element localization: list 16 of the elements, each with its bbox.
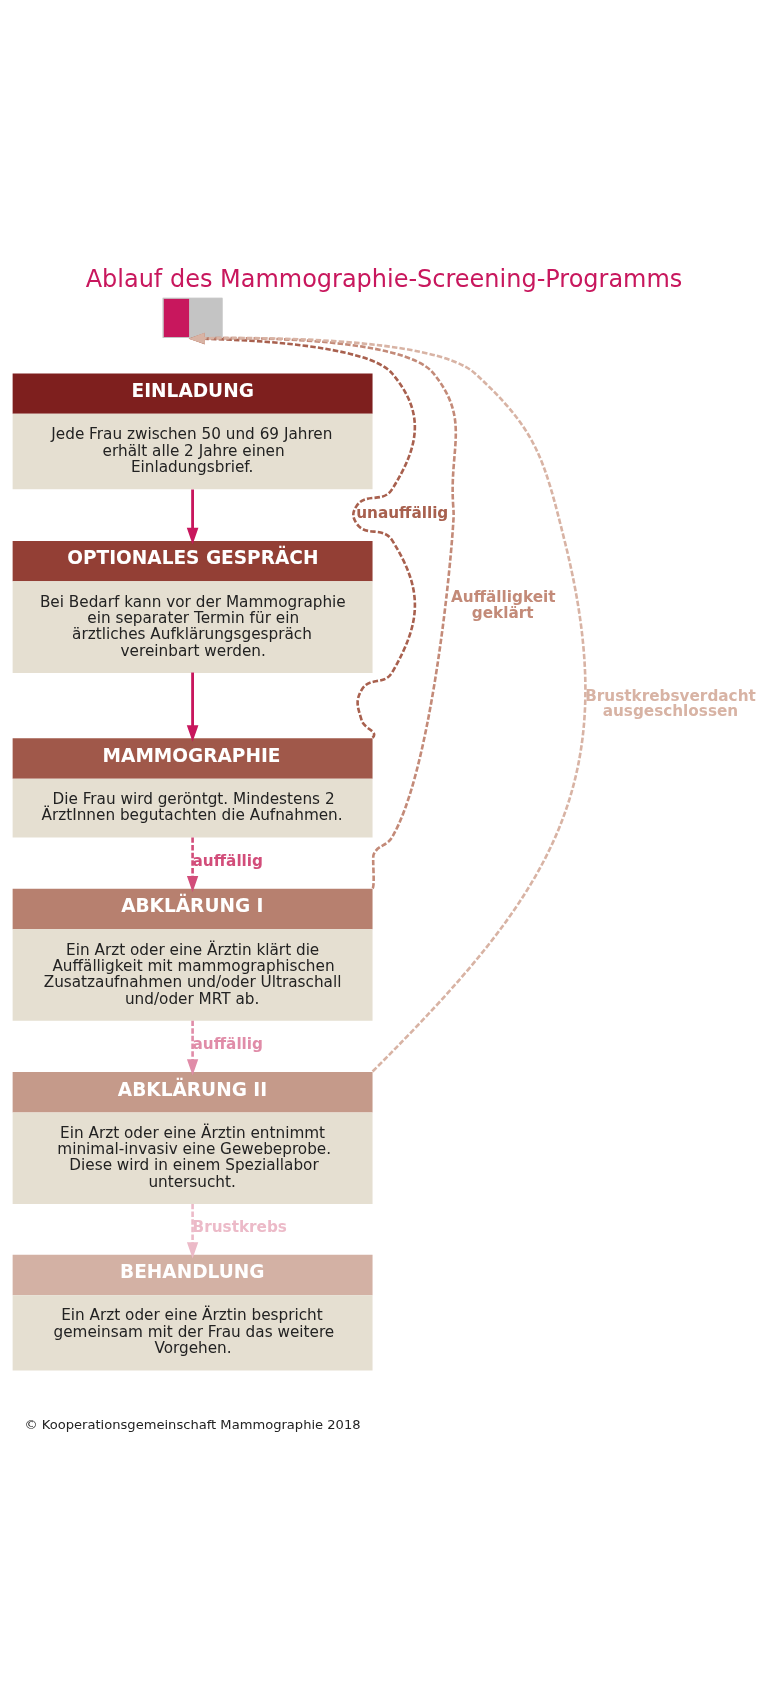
- arrow: [188, 332, 417, 738]
- arrow: [186, 1203, 199, 1258]
- arrow: [188, 332, 458, 888]
- edge-label: Brustkrebsverdacht ausgeschlossen: [585, 686, 756, 720]
- arrow: [186, 489, 199, 544]
- arrow: [188, 332, 587, 1072]
- edge-label: auffällig: [192, 1034, 263, 1053]
- edge-label: auffällig: [192, 851, 263, 870]
- arrow: [186, 672, 199, 742]
- caption: © Kooperationsgemeinschaft Mammographie 2018: [24, 1416, 361, 1432]
- edge-label: Brustkrebs: [192, 1217, 287, 1236]
- edge-label: Auffälligkeit geklärt: [451, 587, 556, 621]
- edge-label: unauffällig: [356, 503, 449, 522]
- arrow: [186, 837, 199, 892]
- arrow: [186, 1020, 199, 1075]
- diagram-title: Ablauf des Mammographie-Screening-Programms: [85, 264, 683, 293]
